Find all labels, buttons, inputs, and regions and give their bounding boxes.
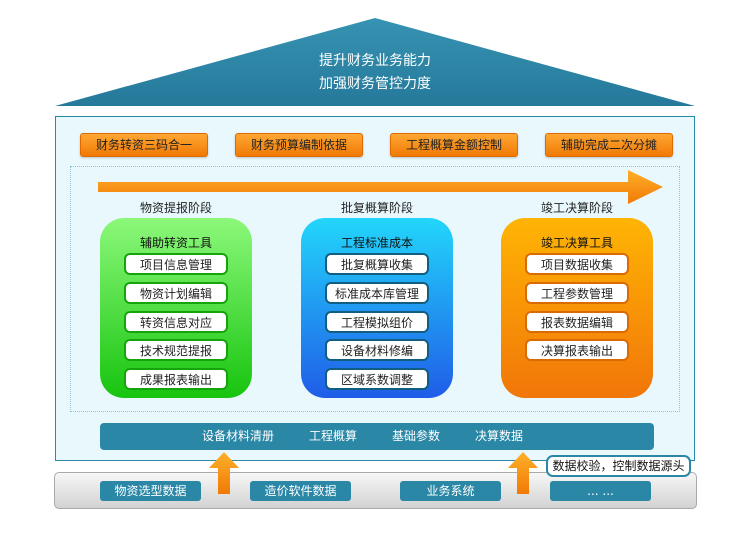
- up-arrow-icon: [508, 452, 538, 494]
- data-bar: 设备材料清册 工程概算 基础参数 决算数据: [100, 423, 654, 450]
- panel-title: 竣工决算工具: [540, 236, 613, 250]
- stage-label: 竣工决算阶段: [540, 201, 613, 215]
- goal-badge: 辅助完成二次分摊: [545, 133, 673, 157]
- up-arrow-icon: [209, 452, 239, 494]
- tool-item[interactable]: 决算报表输出: [525, 339, 629, 361]
- tool-item[interactable]: 工程参数管理: [525, 282, 629, 304]
- process-arrow-icon: [98, 170, 663, 204]
- panel-title: 工程标准成本: [340, 236, 413, 250]
- stage-panel-material: 辅助转资工具 项目信息管理 物资计划编辑 转资信息对应 技术规范提报 成果报表输…: [100, 218, 252, 398]
- tool-item[interactable]: 项目信息管理: [124, 253, 228, 275]
- tool-item[interactable]: 批复概算收集: [325, 253, 429, 275]
- tool-item[interactable]: 标准成本库管理: [325, 282, 429, 304]
- stage-panel-settlement: 竣工决算工具 项目数据收集 工程参数管理 报表数据编辑 决算报表输出: [501, 218, 653, 398]
- goal-badge: 工程概算金额控制: [390, 133, 518, 157]
- data-item: 设备材料清册: [202, 429, 275, 443]
- tool-item[interactable]: 报表数据编辑: [525, 311, 629, 333]
- tool-item[interactable]: 项目数据收集: [525, 253, 629, 275]
- tool-item[interactable]: 成果报表输出: [124, 368, 228, 390]
- panel-title: 辅助转资工具: [139, 236, 212, 250]
- stage-panel-budget: 工程标准成本 批复概算收集 标准成本库管理 工程模拟组价 设备材料修编 区域系数…: [301, 218, 453, 398]
- tool-item[interactable]: 区域系数调整: [325, 368, 429, 390]
- roof-title-line2: 加强财务管控力度: [319, 76, 431, 92]
- source-item: ... ...: [550, 481, 651, 501]
- stage-label: 批复概算阶段: [340, 201, 413, 215]
- tool-item[interactable]: 转资信息对应: [124, 311, 228, 333]
- goal-badge: 财务转资三码合一: [80, 133, 208, 157]
- tool-item[interactable]: 技术规范提报: [124, 339, 228, 361]
- source-item: 造价软件数据: [250, 481, 351, 501]
- data-item: 工程概算: [309, 429, 358, 443]
- tool-item[interactable]: 设备材料修编: [325, 339, 429, 361]
- goal-badge: 财务预算编制依据: [235, 133, 363, 157]
- roof-triangle: [55, 18, 695, 106]
- process-area: [70, 166, 680, 412]
- stage-label: 物资提报阶段: [139, 201, 212, 215]
- source-item: 物资选型数据: [100, 481, 201, 501]
- validation-callout: 数据校验，控制数据源头: [546, 455, 691, 477]
- tool-item[interactable]: 工程模拟组价: [325, 311, 429, 333]
- tool-item[interactable]: 物资计划编辑: [124, 282, 228, 304]
- roof-title-line1: 提升财务业务能力: [319, 53, 431, 69]
- data-item: 决算数据: [475, 429, 524, 443]
- source-item: 业务系统: [400, 481, 501, 501]
- data-item: 基础参数: [392, 429, 441, 443]
